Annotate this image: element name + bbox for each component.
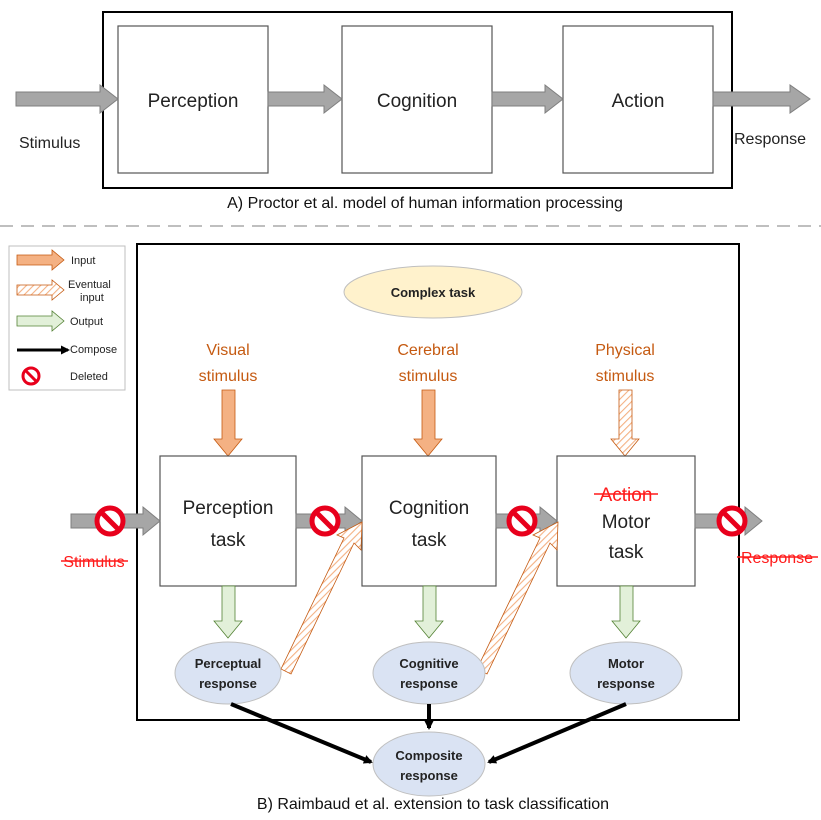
deleted-perception-cognition-marker [309,505,341,537]
action-label: Action [612,91,665,112]
legend-deleted-label: Deleted [70,371,108,383]
visual-stimulus-line2: stimulus [199,368,258,385]
response-label: Response [734,131,806,148]
visual-input-arrow [213,389,243,457]
deleted-stimulus-label: Stimulus [63,554,124,571]
perceptual-response-oval [174,641,282,705]
composite-response-oval [372,731,486,797]
legend-deleted-icon [21,366,41,386]
cognitive-response-line1: Cognitive [399,656,458,671]
legend-input-icon [16,249,65,271]
cerebral-stimulus-line1: Cerebral [397,342,458,359]
composite-response-line2: response [400,768,458,783]
perceptual-response-line2: response [199,676,257,691]
action-struck-label: Action [600,485,653,506]
stimulus-label: Stimulus [19,135,80,152]
motor-response-line1: Motor [608,656,644,671]
legend-output-label: Output [70,316,103,328]
legend-eventual-label-2: input [80,292,104,304]
caption-b: B) Raimbaud et al. extension to task cla… [257,796,609,813]
complex-task-label: Complex task [391,285,476,300]
compose-arrow-motor [487,702,627,764]
physical-stimulus-line1: Physical [595,342,655,359]
cognitive-output-arrow [414,585,444,639]
deleted-stimulus-marker [94,505,126,537]
cognition-task-box [361,455,497,587]
motor-output-arrow [611,585,641,639]
compose-arrow-perceptual [230,702,373,764]
composite-response-line1: Composite [395,748,462,763]
cerebral-stimulus-line2: stimulus [399,368,458,385]
physical-stimulus-line2: stimulus [596,368,655,385]
caption-a: A) Proctor et al. model of human informa… [227,195,623,212]
cognitive-response-line2: response [400,676,458,691]
legend-output-icon [16,310,65,332]
motor-task-box [556,455,696,587]
stimulus-arrow [15,83,119,115]
motor-task-line2: task [609,542,644,563]
cognition-task-line1: Cognition [389,498,469,519]
perception-box [117,25,269,174]
legend-eventual-label-1: Eventual [68,279,111,291]
panel-a: Perception Cognition Action Stimulus Res… [15,11,811,212]
cognition-task-line2: task [412,530,447,551]
cognition-label: Cognition [377,91,457,112]
perceptual-response-line1: Perceptual [195,656,261,671]
motor-response-line2: response [597,676,655,691]
legend: Input Eventual input Output Compose Dele… [8,245,126,391]
legend-eventual-input-icon [16,279,65,301]
cognition-box [341,25,493,174]
perception-task-line2: task [211,530,246,551]
panel-b-frame [136,243,740,721]
cognitive-to-motor-eventual-arrow [476,521,559,675]
cognitive-response-oval [372,641,486,705]
perceptual-to-cognition-eventual-arrow [280,521,363,675]
deleted-response-label: Response [741,550,813,567]
perception-label: Perception [148,91,239,112]
action-box [562,25,714,174]
physical-input-arrow [610,389,640,457]
legend-input-label: Input [71,255,95,267]
cerebral-input-arrow [413,389,443,457]
visual-stimulus-line1: Visual [206,342,249,359]
motor-task-line1: Motor [602,512,651,533]
response-arrow [712,84,811,114]
perception-task-box [159,455,297,587]
complex-task-oval [343,265,523,319]
legend-compose-label: Compose [70,344,117,356]
deleted-cognition-motor-marker [506,505,538,537]
perception-cognition-arrow [267,83,343,115]
panel-b: Complex task Visual stimulus Cerebral st… [61,243,818,813]
motor-response-oval [569,641,683,705]
perception-task-line1: Perception [183,498,274,519]
deleted-response-marker [716,505,748,537]
cognition-action-arrow [491,83,564,115]
perceptual-output-arrow [213,585,243,639]
